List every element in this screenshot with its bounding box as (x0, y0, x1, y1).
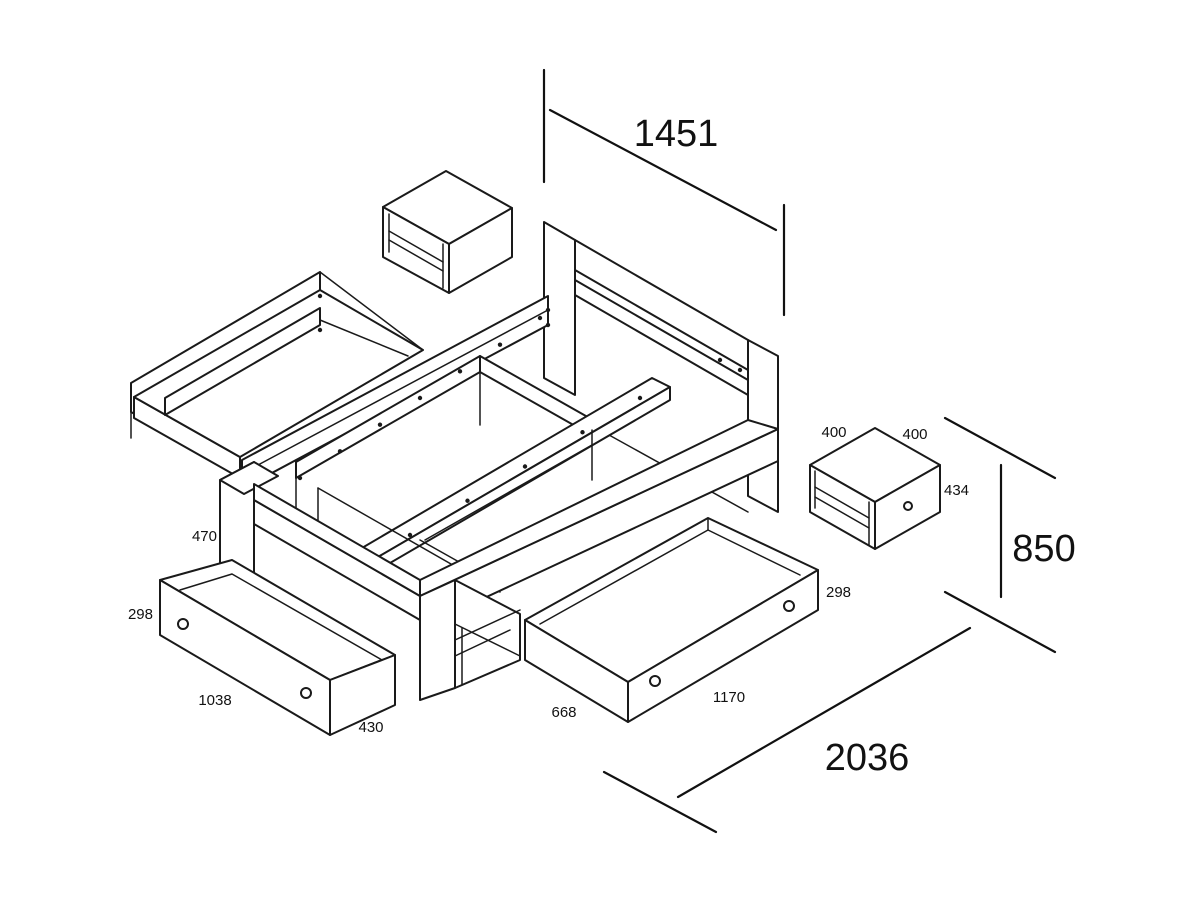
nightstand-top (382, 170, 513, 294)
height-label: 850 (1012, 528, 1075, 570)
screw-hole (317, 293, 323, 299)
screw-hole (522, 464, 528, 469)
screw-hole (377, 422, 383, 427)
screw-hole (537, 315, 543, 321)
height-extension-bottom (943, 590, 1057, 654)
height-extension-top (943, 416, 1057, 480)
left-drawer-length-label: 1038 (198, 692, 231, 709)
drawer-front-left (159, 559, 396, 736)
left-drawer-height-label: 298 (128, 606, 153, 623)
bed-side-height-label: 470 (192, 528, 217, 545)
screw-hole (580, 430, 585, 435)
nightstand-depth-label: 400 (902, 426, 927, 443)
right-drawer-depth-label: 668 (551, 704, 576, 721)
nightstand-width-label: 400 (821, 424, 846, 441)
dimension-lines (542, 68, 1057, 834)
screw-hole (497, 342, 503, 347)
screw-hole (737, 367, 743, 373)
screw-hole (417, 395, 423, 401)
nightstand-height-label: 434 (944, 482, 969, 499)
length-dimension-line (676, 626, 972, 799)
length-label: 2036 (825, 737, 910, 779)
screw-hole (337, 449, 343, 454)
screw-hole (545, 307, 551, 313)
screw-hole (457, 369, 463, 374)
length-extension-front (602, 770, 718, 834)
nightstand-right (809, 427, 941, 550)
bed-frame (219, 295, 779, 701)
drawer-upper-left (130, 271, 424, 479)
drawer-front-right (524, 517, 819, 723)
screw-hole (717, 357, 723, 363)
dimension-labels: 1451 2036 850 470 400 400 434 298 1038 4… (128, 113, 1076, 779)
right-drawer-length-label: 1170 (713, 689, 745, 706)
screw-hole (407, 532, 413, 538)
screw-hole (545, 322, 551, 328)
screw-hole (297, 475, 303, 481)
screw-hole (465, 498, 470, 503)
screw-hole (317, 327, 323, 333)
right-drawer-height-label: 298 (826, 584, 851, 601)
width-label: 1451 (634, 113, 719, 155)
left-drawer-depth-label: 430 (358, 719, 383, 736)
width-dimension-line (548, 108, 778, 232)
screw-hole (637, 395, 643, 401)
